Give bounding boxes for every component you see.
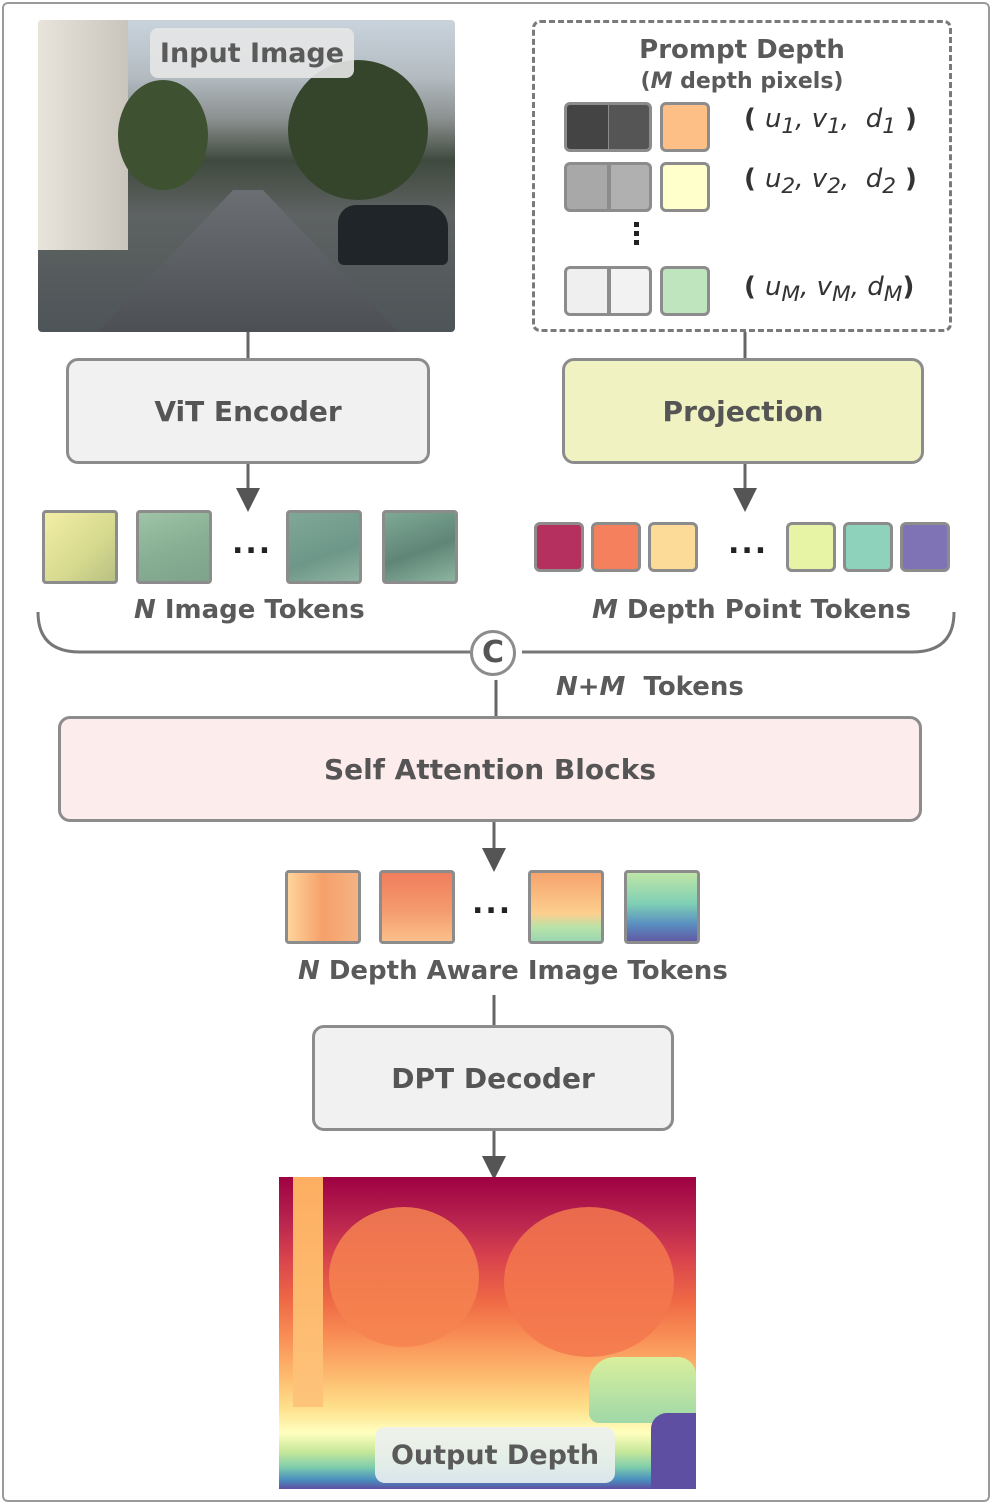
prompt-depth-subtitle-var: M <box>650 69 673 94</box>
output-depth-label: Output Depth <box>375 1427 615 1483</box>
token-brace <box>36 611 956 654</box>
image-token-1 <box>42 510 118 584</box>
prompt-depth-subtitle: (M depth pixels) <box>640 69 844 94</box>
coord-row-m: ( uM, vM, dM) <box>744 272 915 308</box>
depth-token-ellipsis: ... <box>728 526 769 561</box>
depth-token-3 <box>648 522 698 572</box>
input-image: Input Image <box>38 20 455 332</box>
self-attention-block: Self Attention Blocks <box>58 716 922 822</box>
car-right <box>338 205 448 265</box>
depth-aware-token-4 <box>624 870 700 944</box>
pixel-pair-m-right <box>608 266 652 316</box>
pixel-pair-1-left <box>564 102 610 152</box>
concat-symbol: C <box>481 635 505 670</box>
depth-swatch-m <box>660 266 710 316</box>
concat-icon: C <box>470 630 516 676</box>
output-depth-image: Output Depth <box>279 1177 696 1489</box>
vit-encoder-block: ViT Encoder <box>66 358 430 464</box>
image-tokens-rest: Image Tokens <box>155 595 365 625</box>
depth-aware-token-1 <box>285 870 361 944</box>
depth-aware-rest: Depth Aware Image Tokens <box>319 956 728 986</box>
depth-token-6 <box>900 522 950 572</box>
pixel-pair-m-left <box>564 266 610 316</box>
image-token-3 <box>286 510 362 584</box>
coord-row-1: ( u1, v1, d1 ) <box>744 104 917 140</box>
depth-token-2 <box>591 522 641 572</box>
depth-car-corner <box>651 1413 696 1489</box>
nm-tokens-rest: Tokens <box>643 672 744 702</box>
depth-tree-left <box>329 1207 479 1347</box>
coord-row-2: ( u2, v2, d2 ) <box>744 164 917 200</box>
building-left <box>38 20 128 250</box>
depth-car-near <box>589 1357 696 1423</box>
depth-tokens-label: M Depth Point Tokens <box>592 595 911 625</box>
dpt-decoder-block: DPT Decoder <box>312 1025 674 1131</box>
pixel-pair-1-right <box>608 102 652 152</box>
image-token-4 <box>382 510 458 584</box>
nm-tokens-var: N+M <box>556 672 626 702</box>
image-tokens-var: N <box>134 595 156 625</box>
depth-aware-label: N Depth Aware Image Tokens <box>298 956 728 986</box>
input-image-label: Input Image <box>150 28 354 78</box>
pixel-pair-2-left <box>564 162 610 212</box>
depth-tokens-var: M <box>592 595 618 625</box>
tree-left <box>118 80 208 190</box>
pixel-pair-2-right <box>608 162 652 212</box>
nm-tokens-label: N+M Tokens <box>556 672 744 702</box>
prompt-depth-title: Prompt Depth <box>639 35 845 65</box>
prompt-depth-subtitle-rest: depth pixels) <box>672 69 844 94</box>
depth-token-4 <box>786 522 836 572</box>
image-tokens-label: N Image Tokens <box>134 595 365 625</box>
depth-swatch-2 <box>660 162 710 212</box>
depth-pole <box>293 1177 323 1407</box>
depth-token-1 <box>534 522 584 572</box>
depth-tokens-rest: Depth Point Tokens <box>617 595 911 625</box>
vertical-ellipsis <box>634 222 640 245</box>
projection-block: Projection <box>562 358 924 464</box>
image-token-ellipsis: ... <box>232 526 273 561</box>
depth-tree-right <box>504 1207 674 1357</box>
depth-aware-ellipsis: ... <box>472 886 513 921</box>
depth-aware-token-3 <box>528 870 604 944</box>
depth-token-5 <box>843 522 893 572</box>
prompt-depth-panel: Prompt Depth (M depth pixels) <box>532 20 952 332</box>
depth-aware-token-2 <box>379 870 455 944</box>
tree-right <box>288 60 428 200</box>
depth-aware-var: N <box>298 956 320 986</box>
image-token-2 <box>136 510 212 584</box>
depth-swatch-1 <box>660 102 710 152</box>
